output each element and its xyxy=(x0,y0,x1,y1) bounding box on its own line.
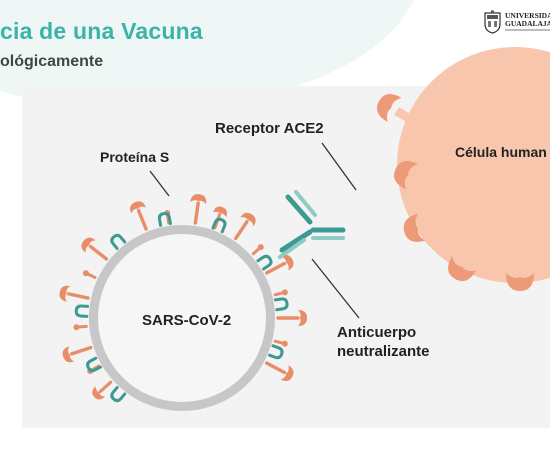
spike-protein xyxy=(56,282,92,308)
label-human-cell: Célula human xyxy=(455,144,547,160)
label-virus: SARS-CoV-2 xyxy=(142,312,232,329)
membrane-protein xyxy=(108,232,127,250)
spike-protein xyxy=(227,208,261,245)
university-logo: UNIVERSIDAD GUADALAJAR xyxy=(483,10,550,36)
label-antibody-line-1: Anticuerpo xyxy=(337,324,417,341)
label-ace2-receptor: Receptor ACE2 xyxy=(215,120,324,137)
spike-protein xyxy=(249,241,267,258)
spike-protein xyxy=(261,354,298,386)
leader-lines xyxy=(149,142,360,319)
leader-line-antibody xyxy=(311,258,360,319)
human-cell xyxy=(372,47,550,291)
spike-protein xyxy=(58,338,95,366)
logo-line-1: UNIVERSIDAD xyxy=(505,11,550,20)
logo-text: UNIVERSIDAD GUADALAJAR xyxy=(505,12,550,28)
spike-protein xyxy=(80,267,98,282)
membrane-protein xyxy=(211,216,228,234)
membrane-protein xyxy=(108,386,127,404)
slide-title: cia de una Vacuna xyxy=(0,18,203,44)
spike-protein xyxy=(126,197,156,234)
spike-protein xyxy=(276,308,309,328)
label-antibody-line-2: neutralizante xyxy=(337,343,430,360)
slide-subtitle: ológicamente xyxy=(0,53,104,70)
membrane-protein xyxy=(268,344,285,361)
spike-protein xyxy=(71,321,89,332)
membrane-protein xyxy=(273,296,290,312)
membrane-protein xyxy=(256,253,275,271)
crest-icon xyxy=(484,10,501,34)
leader-line-ace2 xyxy=(321,142,357,191)
sars-cov-2-virus xyxy=(56,191,309,411)
spike-protein xyxy=(76,233,113,267)
label-antibody: Anticuerpo neutralizante xyxy=(337,323,430,361)
leader-line-spike xyxy=(149,170,170,197)
neutralizing-antibody xyxy=(278,190,346,259)
logo-line-2: GUADALAJAR xyxy=(505,19,550,28)
spike-protein xyxy=(272,287,290,300)
membrane-protein xyxy=(74,304,90,318)
logo-tagline-bar xyxy=(505,29,550,31)
spike-protein xyxy=(185,191,210,226)
label-spike-protein: Proteína S xyxy=(100,149,170,165)
